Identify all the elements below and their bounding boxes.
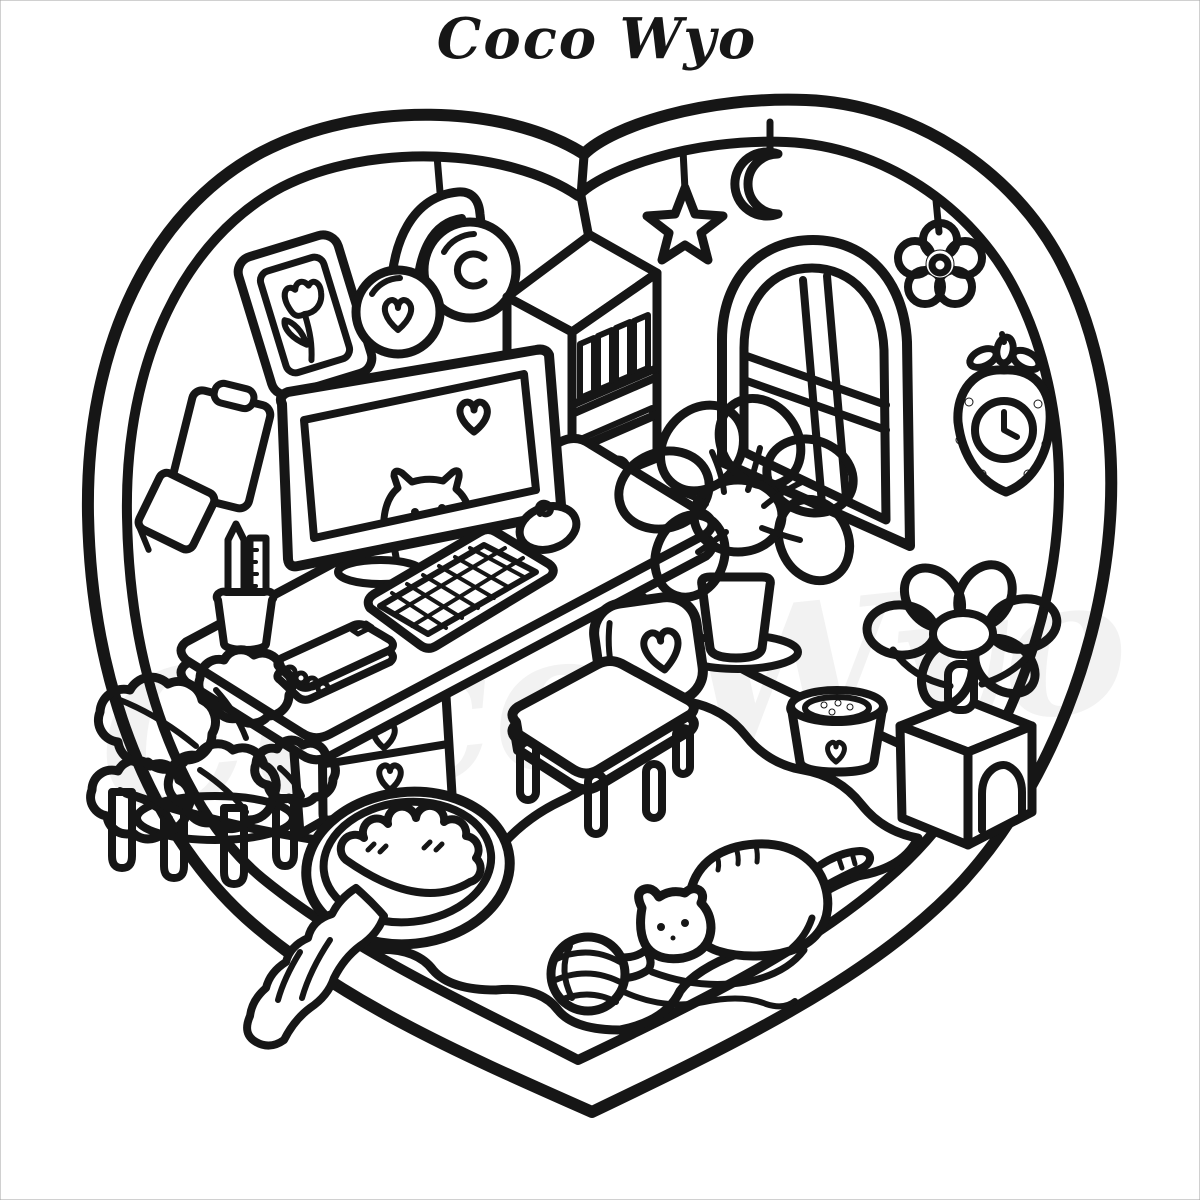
cat-tree-pet-house xyxy=(862,560,1062,850)
pet-food-bowl xyxy=(786,686,888,777)
computer-mouse xyxy=(515,499,581,554)
chair-with-heart xyxy=(507,592,708,838)
heart-icon xyxy=(825,739,847,765)
heart-icon xyxy=(640,627,682,674)
strawberry-clock-icon xyxy=(953,331,1055,497)
heart-icon xyxy=(381,297,415,333)
keyboard xyxy=(363,525,558,653)
monitor-with-cat-wallpaper xyxy=(275,344,567,588)
potted-flower-plant xyxy=(614,393,858,673)
yarn-ball xyxy=(546,932,798,1016)
cat-wallpaper-icon xyxy=(380,467,475,536)
hanging-moon-ornament xyxy=(730,118,783,221)
hanging-star-ornament xyxy=(642,146,728,265)
headphones xyxy=(351,152,521,359)
pet-bed-with-blanket xyxy=(243,786,515,1050)
pencil-cup xyxy=(212,520,278,654)
heart-icon xyxy=(376,762,404,793)
clipboard-with-notes xyxy=(134,379,275,554)
hanging-flower-ornament xyxy=(894,196,986,308)
floor-rug xyxy=(365,697,923,1035)
leafy-floor-plant xyxy=(86,645,340,888)
heart-icon xyxy=(456,398,491,436)
artist-signature: Coco Wyo xyxy=(437,6,757,72)
